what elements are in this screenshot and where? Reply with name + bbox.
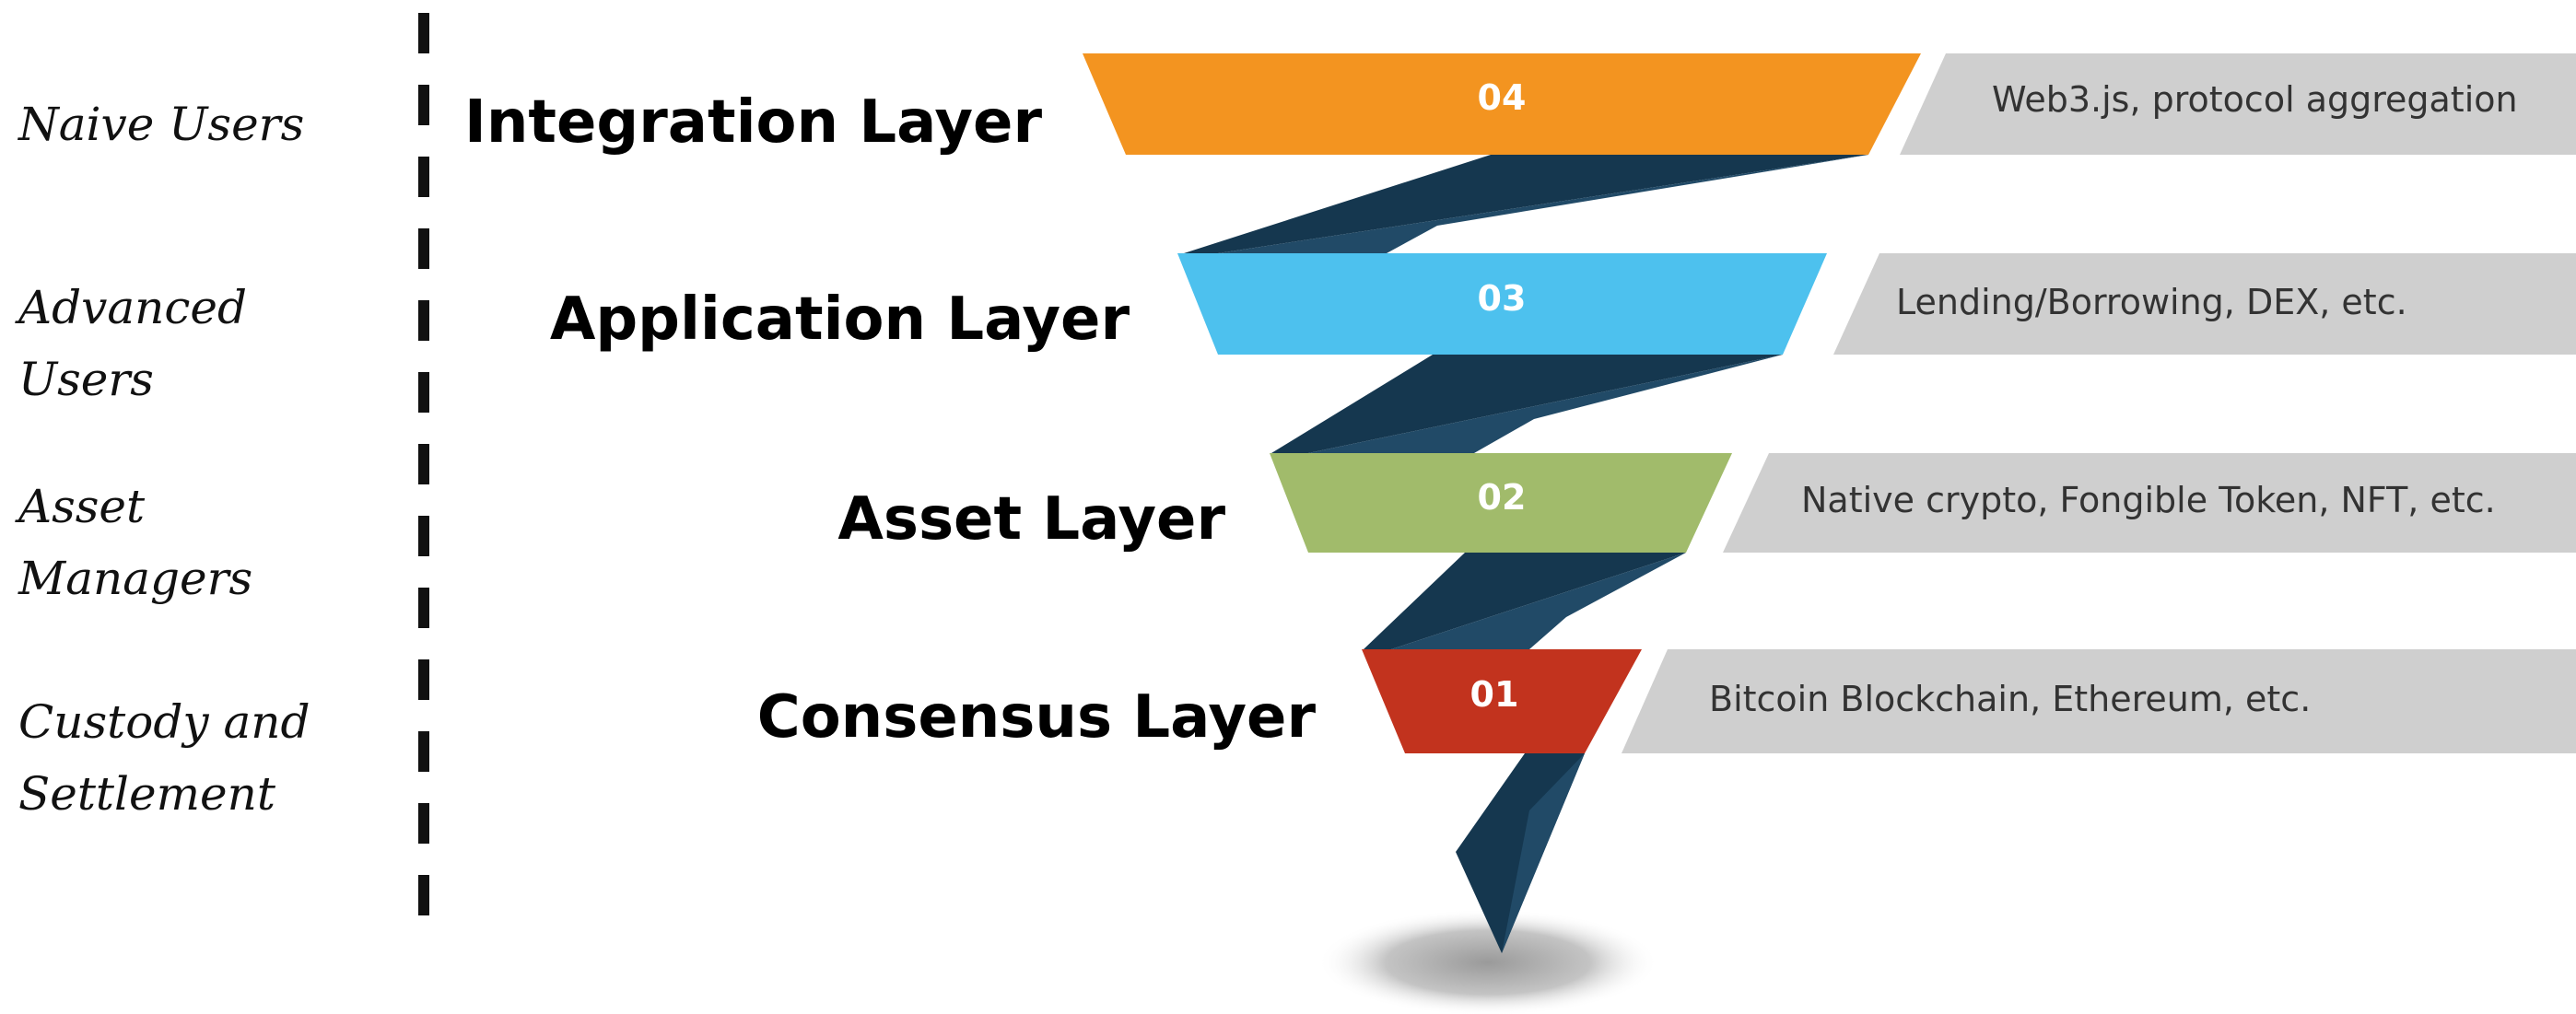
- ribbon-tail-shade: [1502, 753, 1585, 953]
- layer-trapezoid-02: [1270, 453, 1732, 553]
- description-panel-04: [1900, 53, 2576, 155]
- layer-description-01: Bitcoin Blockchain, Ethereum, etc.: [1709, 679, 2312, 719]
- role-label-naive-users: Naive Users: [18, 98, 305, 151]
- layer-number-04: 04: [1477, 77, 1527, 118]
- layer-description-04: Web3.js, protocol aggregation: [1992, 79, 2518, 120]
- ribbon-segment-2: [1271, 355, 1783, 453]
- ground-shadow: [1317, 909, 1658, 1014]
- description-panel-02: [1723, 453, 2576, 553]
- layer-name-integration: Integration Layer: [464, 88, 1042, 157]
- layer-name-application: Application Layer: [549, 286, 1130, 354]
- layer-description-02: Native crypto, Fongible Token, NFT, etc.: [1801, 480, 2496, 520]
- ribbon-segment-3-shade: [1391, 553, 1686, 649]
- description-panel-01: [1622, 649, 2576, 753]
- ribbon-segment-2-shade: [1308, 355, 1783, 453]
- description-panels: [1622, 53, 2576, 753]
- funnel-ribbon: [1184, 155, 1868, 953]
- layer-description-03: Lending/Borrowing, DEX, etc.: [1896, 282, 2407, 322]
- role-label-advanced-users: Advanced Users: [18, 281, 247, 406]
- layer-trapezoid-01: [1362, 649, 1642, 753]
- description-panel-03: [1833, 253, 2576, 355]
- ribbon-segment-3: [1364, 553, 1686, 649]
- layer-name-asset: Asset Layer: [837, 485, 1225, 554]
- role-label-custody-settlement: Custody and Settlement: [18, 695, 310, 821]
- layer-number-01: 01: [1469, 674, 1519, 715]
- layer-trapezoid-03: [1177, 253, 1827, 355]
- ribbon-segment-1-shade: [1218, 155, 1868, 253]
- funnel-layers: [1083, 53, 1921, 753]
- layer-name-consensus: Consensus Layer: [756, 683, 1316, 752]
- layer-number-02: 02: [1477, 477, 1527, 518]
- ribbon-segment-1: [1184, 155, 1868, 253]
- layer-trapezoid-04: [1083, 53, 1921, 155]
- layer-number-03: 03: [1477, 278, 1527, 319]
- role-label-asset-managers: Asset Managers: [18, 480, 253, 605]
